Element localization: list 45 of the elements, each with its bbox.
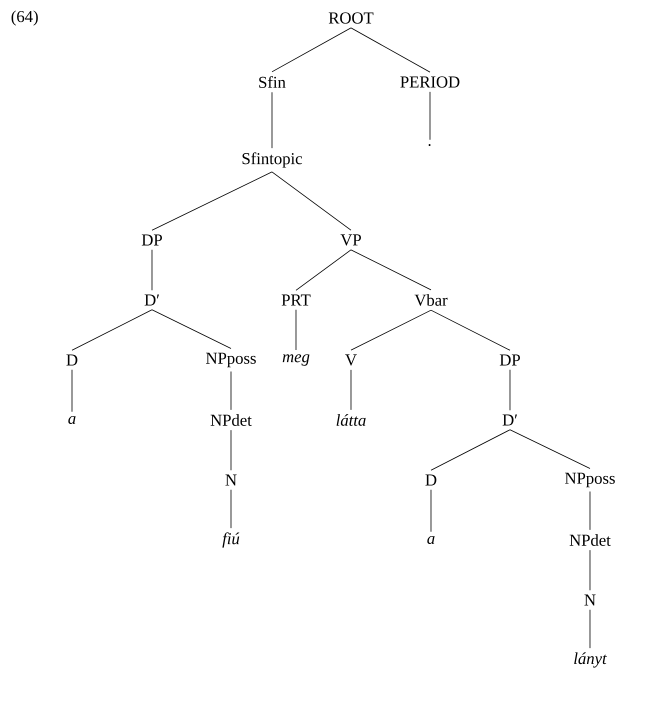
category-label: D′	[144, 294, 160, 306]
category-label: D	[66, 354, 78, 366]
category-label: V	[345, 354, 357, 366]
tree-branch	[430, 429, 510, 471]
tree-branch	[350, 369, 352, 410]
category-label: NPposs	[206, 352, 256, 368]
tree-branch	[152, 309, 232, 349]
category-label: Sfin	[259, 76, 286, 88]
category-label: D	[425, 474, 436, 486]
tree-branch	[230, 489, 232, 528]
category-label: NPposs	[565, 472, 615, 488]
leaf-word: a	[427, 536, 435, 544]
category-label: Vbar	[414, 294, 448, 306]
tree-branch	[296, 249, 352, 291]
category-label: NPdet	[570, 534, 611, 546]
category-label: N	[584, 594, 596, 606]
leaf-word: meg	[282, 354, 310, 366]
tree-branch	[272, 172, 352, 231]
category-label: DP	[142, 234, 162, 246]
category-label: PRT	[282, 294, 310, 306]
tree-branch	[272, 27, 352, 72]
leaf-word: a	[68, 416, 76, 424]
tree-branch	[152, 172, 272, 231]
tree-branch	[350, 249, 432, 290]
category-label: VP	[340, 234, 361, 246]
tree-branch	[430, 489, 432, 532]
tree-branch	[230, 430, 232, 471]
category-label: NPdet	[210, 414, 252, 426]
leaf-word: fiú	[222, 532, 240, 548]
category-label: D′	[502, 414, 517, 426]
leaf-word: .	[428, 144, 431, 146]
tree-branch	[72, 309, 152, 351]
category-label: N	[225, 474, 237, 486]
tree-branch	[350, 310, 432, 351]
category-label: PERIOD	[400, 76, 460, 88]
category-label: DP	[500, 354, 520, 366]
tree-branch	[510, 429, 590, 469]
example-number: (64)	[12, 10, 38, 26]
leaf-word: látta	[336, 414, 366, 426]
tree-branch	[430, 310, 510, 351]
category-label: ROOT	[328, 12, 374, 24]
leaf-word: lányt	[574, 652, 607, 668]
category-label: Sfintopic	[242, 152, 302, 168]
tree-branch	[350, 27, 430, 73]
tree-branch	[230, 371, 232, 410]
